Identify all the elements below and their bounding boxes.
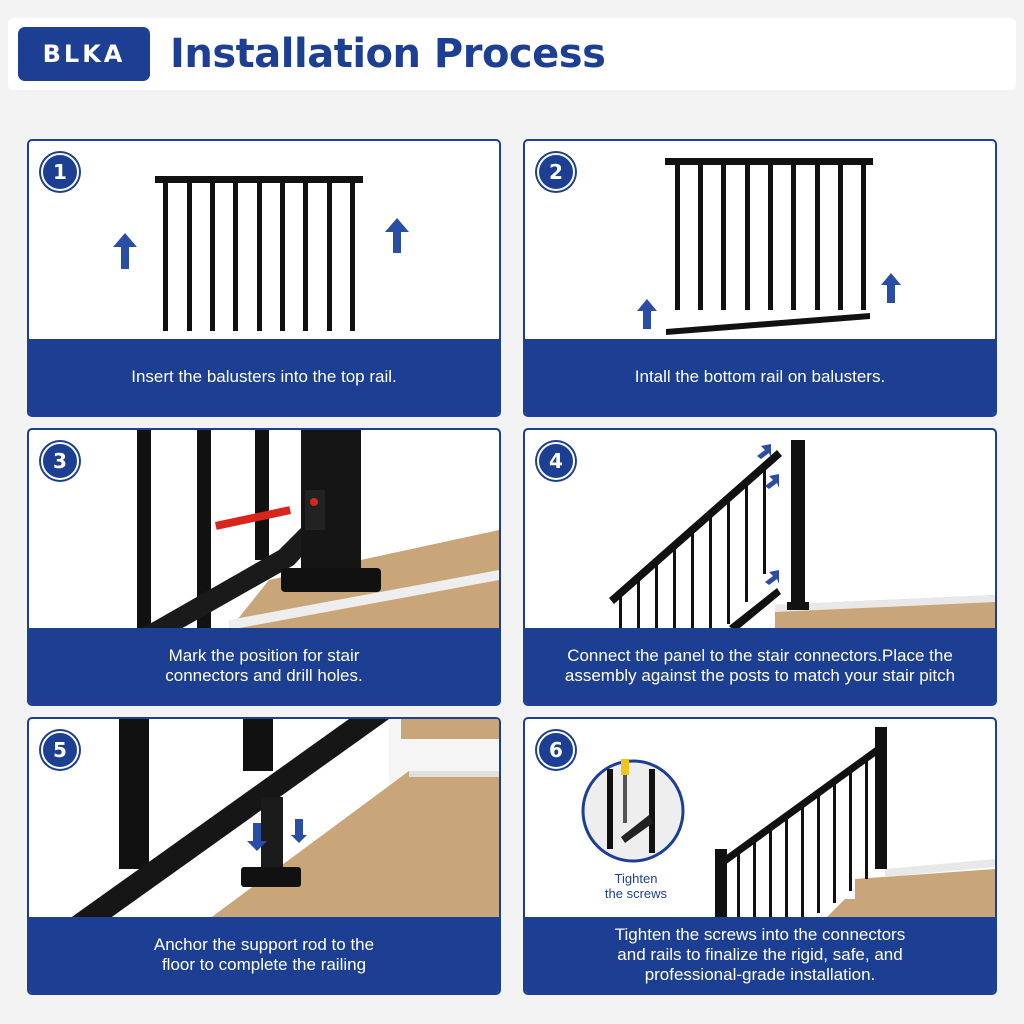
up-arrow-icon	[385, 218, 409, 253]
railing-top-rail-svg	[113, 176, 409, 331]
step-3-illustration	[29, 430, 499, 630]
step-number-badge: 2	[537, 153, 575, 191]
step-4-illustration	[525, 430, 995, 630]
step-6-panel: 6	[523, 717, 997, 995]
drill-holes-svg	[137, 430, 499, 630]
up-arrow-icon	[637, 299, 657, 329]
railing-bottom-rail-svg	[637, 158, 901, 335]
arrow-icon	[757, 444, 779, 585]
header-banner: BLKA Installation Process	[8, 18, 1016, 90]
step-1-panel: 1 Insert the balusters into t	[27, 139, 501, 417]
up-arrow-icon	[113, 233, 137, 269]
step-number-badge: 4	[537, 442, 575, 480]
step-caption: Connect the panel to the stair connector…	[525, 628, 995, 704]
down-arrow-icon	[247, 819, 307, 851]
brand-logo: BLKA	[18, 27, 150, 81]
inset-label: Tighten the screws	[604, 871, 668, 901]
finished-railing-svg	[581, 727, 995, 919]
stair-panel-svg	[609, 440, 995, 630]
page-title: Installation Process	[170, 31, 606, 77]
step-number-badge: 5	[41, 731, 79, 769]
up-arrow-icon	[881, 273, 901, 303]
step-5-illustration	[29, 719, 499, 919]
step-number-badge: 3	[41, 442, 79, 480]
step-number-badge: 6	[537, 731, 575, 769]
support-rod-svg	[69, 719, 499, 919]
inset-detail-circle	[581, 759, 685, 863]
step-4-panel: 4	[523, 428, 997, 706]
step-caption: Intall the bottom rail on balusters.	[525, 339, 995, 415]
step-1-illustration	[29, 141, 499, 341]
step-caption: Insert the balusters into the top rail.	[29, 339, 499, 415]
step-6-illustration	[525, 719, 995, 919]
step-2-panel: 2 Intall the bottom ra	[523, 139, 997, 417]
step-2-illustration	[525, 141, 995, 341]
step-number-badge: 1	[41, 153, 79, 191]
